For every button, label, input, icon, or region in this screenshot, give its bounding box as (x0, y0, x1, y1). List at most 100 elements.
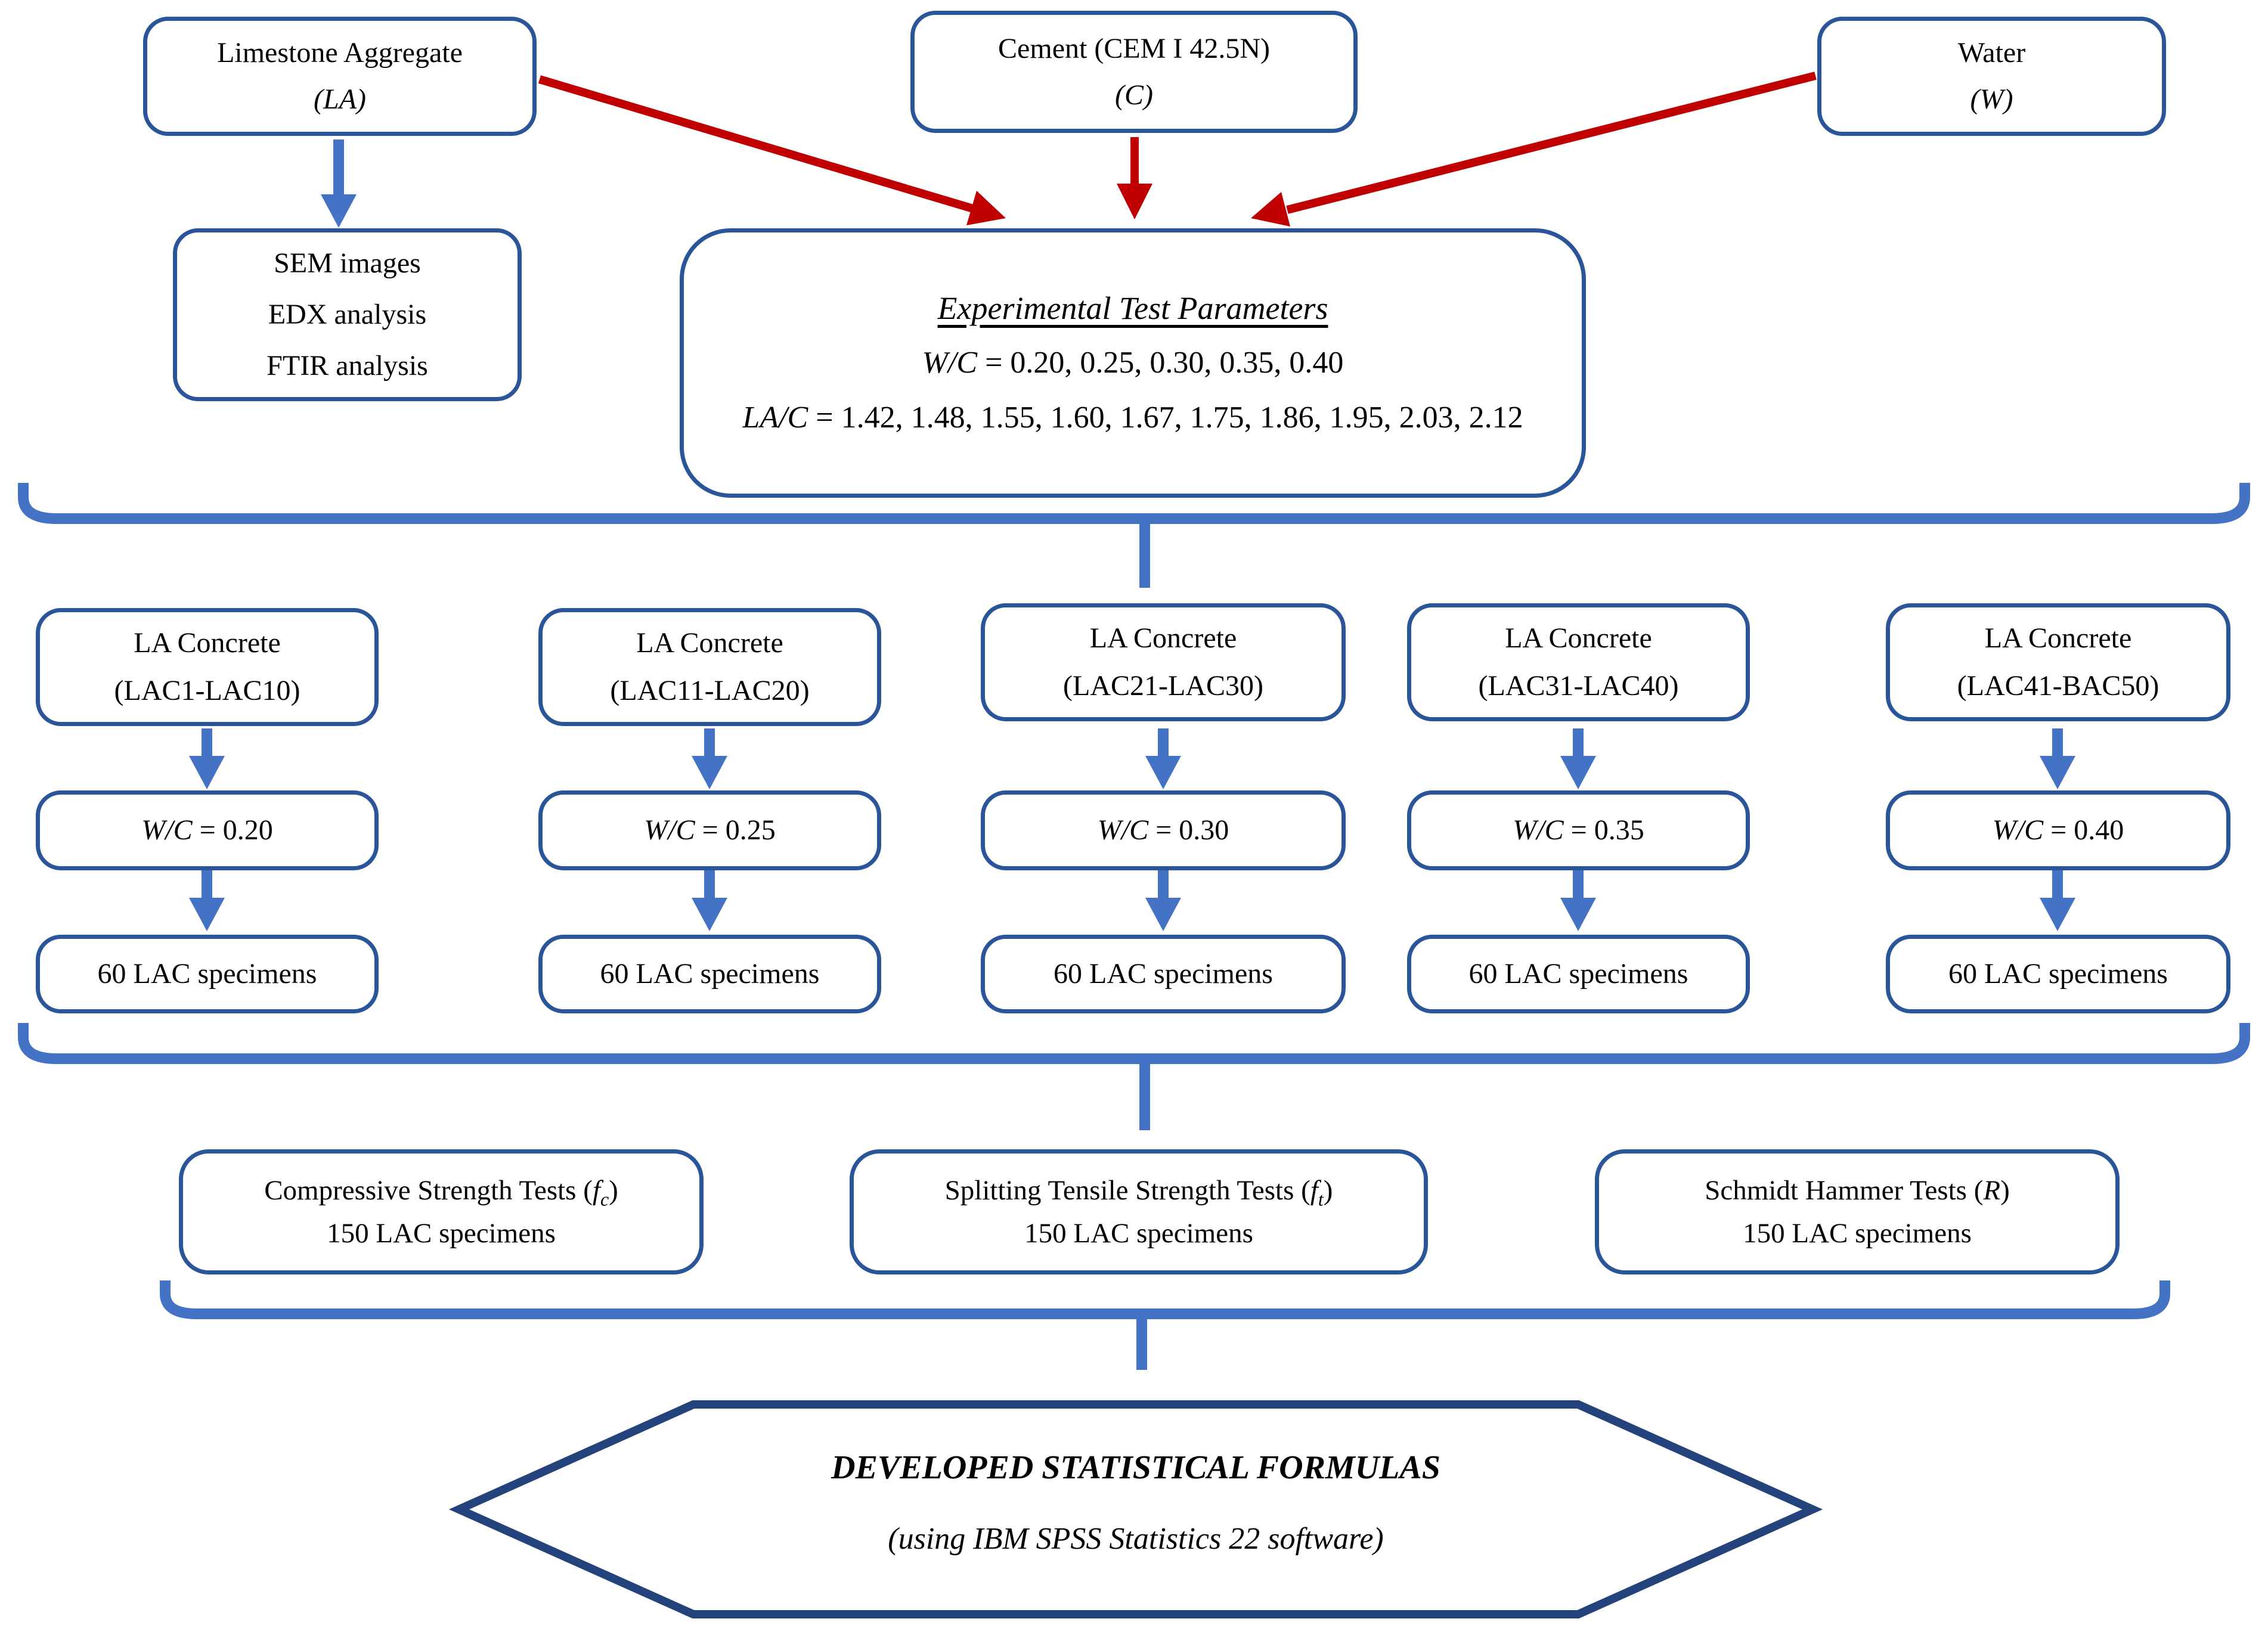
wc-var-1: W/C (141, 814, 193, 846)
wc-ratio-label-2: W/C = 0.25 (644, 807, 775, 854)
splitting-pre: Splitting Tensile Strength Tests ( (944, 1175, 1310, 1206)
arrowhead-col5-spec-icon (2040, 898, 2075, 931)
water-label: Water (1957, 37, 2026, 69)
concrete-group-range-3: (LAC21-LAC30) (1063, 670, 1263, 702)
concrete-group-title-2: LA Concrete (636, 627, 783, 659)
wc-val-4: = 0.35 (1563, 814, 1644, 846)
arrowhead-col5-mix-icon (2040, 756, 2075, 789)
splitting-subscript: t (1318, 1188, 1324, 1210)
specimens-box-3: 60 LAC specimens (981, 935, 1346, 1013)
arrowhead-col2-mix-icon (692, 756, 727, 789)
arrowhead-col4-spec-icon (1560, 898, 1596, 931)
compressive-pre: Compressive Strength Tests ( (264, 1175, 593, 1206)
splitting-post: ) (1323, 1175, 1333, 1206)
wc-var-2: W/C (644, 814, 695, 846)
arrowhead-col1-mix-icon (189, 756, 225, 789)
compressive-strength-count: 150 LAC specimens (327, 1218, 556, 1249)
splitting-symbol: f (1310, 1175, 1318, 1206)
result-subtitle: (using IBM SPSS Statistics 22 software) (888, 1522, 1384, 1556)
specimens-label-2: 60 LAC specimens (600, 958, 820, 990)
concrete-group-title-3: LA Concrete (1089, 622, 1237, 654)
wc-var-4: W/C (1513, 814, 1564, 846)
concrete-group-range-1: (LAC1-LAC10) (114, 675, 300, 706)
concrete-group-title-4: LA Concrete (1505, 622, 1652, 654)
arrowhead-col3-spec-icon (1145, 898, 1181, 931)
compressive-strength-box: Compressive Strength Tests (fc) 150 LAC … (179, 1149, 704, 1275)
concrete-group-title-1: LA Concrete (134, 627, 281, 659)
schmidt-post: ) (2000, 1175, 2010, 1206)
concrete-group-box-3: LA Concrete (LAC21-LAC30) (981, 603, 1346, 721)
schmidt-hammer-title: Schmidt Hammer Tests (R) (1705, 1169, 2009, 1212)
concrete-group-range-4: (LAC31-LAC40) (1478, 670, 1679, 702)
concrete-group-box-5: LA Concrete (LAC41-BAC50) (1886, 603, 2230, 721)
experimental-parameters-box: Experimental Test Parameters W/C = 0.20,… (680, 228, 1586, 498)
arrowhead-col2-spec-icon (692, 898, 727, 931)
water-abbr: (W) (1970, 83, 2013, 115)
cement-box: Cement (CEM I 42.5N) (C) (910, 11, 1358, 133)
concrete-group-box-2: LA Concrete (LAC11-LAC20) (538, 608, 881, 726)
blue-arrowhead-analysis-icon (321, 194, 357, 228)
grouping-bracket-2 (18, 1023, 2250, 1064)
specimens-box-2: 60 LAC specimens (538, 935, 881, 1013)
concrete-group-box-4: LA Concrete (LAC31-LAC40) (1407, 603, 1750, 721)
wc-var-5: W/C (1992, 814, 2044, 846)
red-arrow-limestone-to-parameters (538, 75, 975, 213)
wc-ratio-symbol: W/C (922, 346, 978, 380)
specimens-box-5: 60 LAC specimens (1886, 935, 2230, 1013)
grouping-bracket-1 (18, 483, 2250, 524)
compressive-strength-title: Compressive Strength Tests (fc) (264, 1169, 618, 1212)
arrowhead-col4-mix-icon (1560, 756, 1596, 789)
specimens-box-1: 60 LAC specimens (36, 935, 379, 1013)
red-arrowhead-cement-icon (1117, 184, 1152, 219)
specimens-label-5: 60 LAC specimens (1948, 958, 2168, 990)
limestone-aggregate-label: Limestone Aggregate (217, 37, 463, 69)
result-hexagon (448, 1400, 1823, 1618)
specimens-label-3: 60 LAC specimens (1054, 958, 1273, 990)
cement-label: Cement (CEM I 42.5N) (998, 32, 1270, 64)
wc-ratio-label-5: W/C = 0.40 (1993, 807, 2124, 854)
aggregate-analysis-box: SEM images EDX analysis FTIR analysis (173, 228, 522, 401)
schmidt-symbol: R (1983, 1175, 2001, 1206)
wc-ratio-box-4: W/C = 0.35 (1407, 790, 1750, 870)
specimens-label-4: 60 LAC specimens (1468, 958, 1688, 990)
experimental-parameters-title: Experimental Test Parameters (937, 290, 1328, 326)
lac-ratio-values: = 1.42, 1.48, 1.55, 1.60, 1.67, 1.75, 1.… (808, 401, 1523, 435)
splitting-tensile-count: 150 LAC specimens (1024, 1218, 1253, 1249)
arrowhead-col3-mix-icon (1145, 756, 1181, 789)
wc-val-5: = 0.40 (2043, 814, 2124, 846)
limestone-aggregate-abbr: (LA) (314, 83, 366, 115)
cement-abbr: (C) (1115, 79, 1153, 111)
wc-ratio-label-1: W/C = 0.20 (141, 807, 272, 854)
wc-var-3: W/C (1097, 814, 1149, 846)
red-arrow-water-to-parameters (1286, 72, 1817, 214)
analysis-line-edx: EDX analysis (268, 299, 427, 330)
splitting-tensile-box: Splitting Tensile Strength Tests (ft) 15… (850, 1149, 1428, 1275)
arrowhead-col1-spec-icon (189, 898, 225, 931)
wc-ratio-box-5: W/C = 0.40 (1886, 790, 2230, 870)
parameters-wc-line: W/C = 0.20, 0.25, 0.30, 0.35, 0.40 (922, 336, 1344, 390)
compressive-subscript: c (600, 1188, 609, 1210)
wc-ratio-box-2: W/C = 0.25 (538, 790, 881, 870)
schmidt-hammer-box: Schmidt Hammer Tests (R) 150 LAC specime… (1595, 1149, 2120, 1275)
schmidt-pre: Schmidt Hammer Tests ( (1705, 1175, 1984, 1206)
concrete-group-range-5: (LAC41-BAC50) (1957, 670, 2159, 702)
compressive-post: ) (609, 1175, 618, 1206)
wc-ratio-label-3: W/C = 0.30 (1098, 807, 1229, 854)
lac-ratio-symbol: LA/C (742, 401, 808, 435)
splitting-tensile-title: Splitting Tensile Strength Tests (ft) (945, 1169, 1333, 1212)
parameters-lac-line: LA/C = 1.42, 1.48, 1.55, 1.60, 1.67, 1.7… (742, 390, 1523, 445)
concrete-group-title-5: LA Concrete (1984, 622, 2132, 654)
red-arrowhead-limestone-icon (966, 191, 1006, 225)
schmidt-hammer-count: 150 LAC specimens (1743, 1218, 1972, 1249)
grouping-bracket-3 (160, 1280, 2170, 1319)
water-box: Water (W) (1817, 17, 2166, 136)
wc-val-3: = 0.30 (1148, 814, 1229, 846)
specimens-box-4: 60 LAC specimens (1407, 935, 1750, 1013)
wc-ratio-box-3: W/C = 0.30 (981, 790, 1346, 870)
limestone-aggregate-box: Limestone Aggregate (LA) (143, 17, 537, 136)
concrete-group-box-1: LA Concrete (LAC1-LAC10) (36, 608, 379, 726)
specimens-label-1: 60 LAC specimens (97, 958, 317, 990)
concrete-group-range-2: (LAC11-LAC20) (610, 675, 810, 706)
